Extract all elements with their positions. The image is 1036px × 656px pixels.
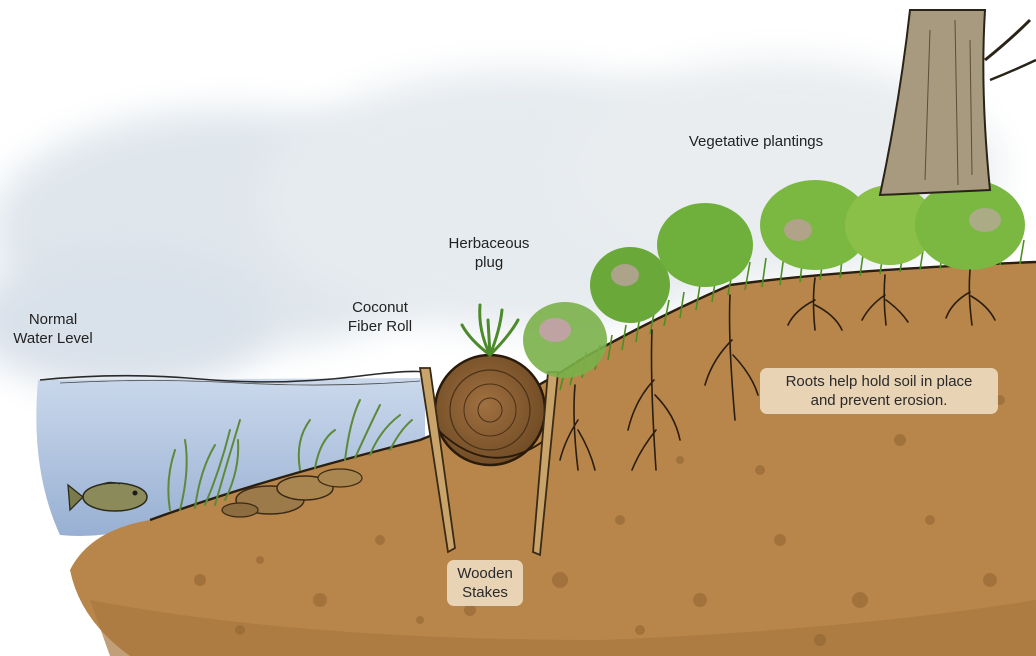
vegetative-plantings-label: Vegetative plantings	[676, 132, 836, 151]
coconut-fiber-roll	[435, 355, 545, 465]
water-level-label: Normal Water Level	[6, 310, 100, 348]
herbaceous-plug-label: Herbaceous plug	[436, 234, 542, 272]
tree-trunk	[880, 10, 1036, 195]
roots-callout: Roots help hold soil in place and preven…	[760, 368, 998, 414]
fiber-roll-label: Coconut Fiber Roll	[340, 298, 420, 336]
wooden-stakes-label: Wooden Stakes	[447, 560, 523, 606]
